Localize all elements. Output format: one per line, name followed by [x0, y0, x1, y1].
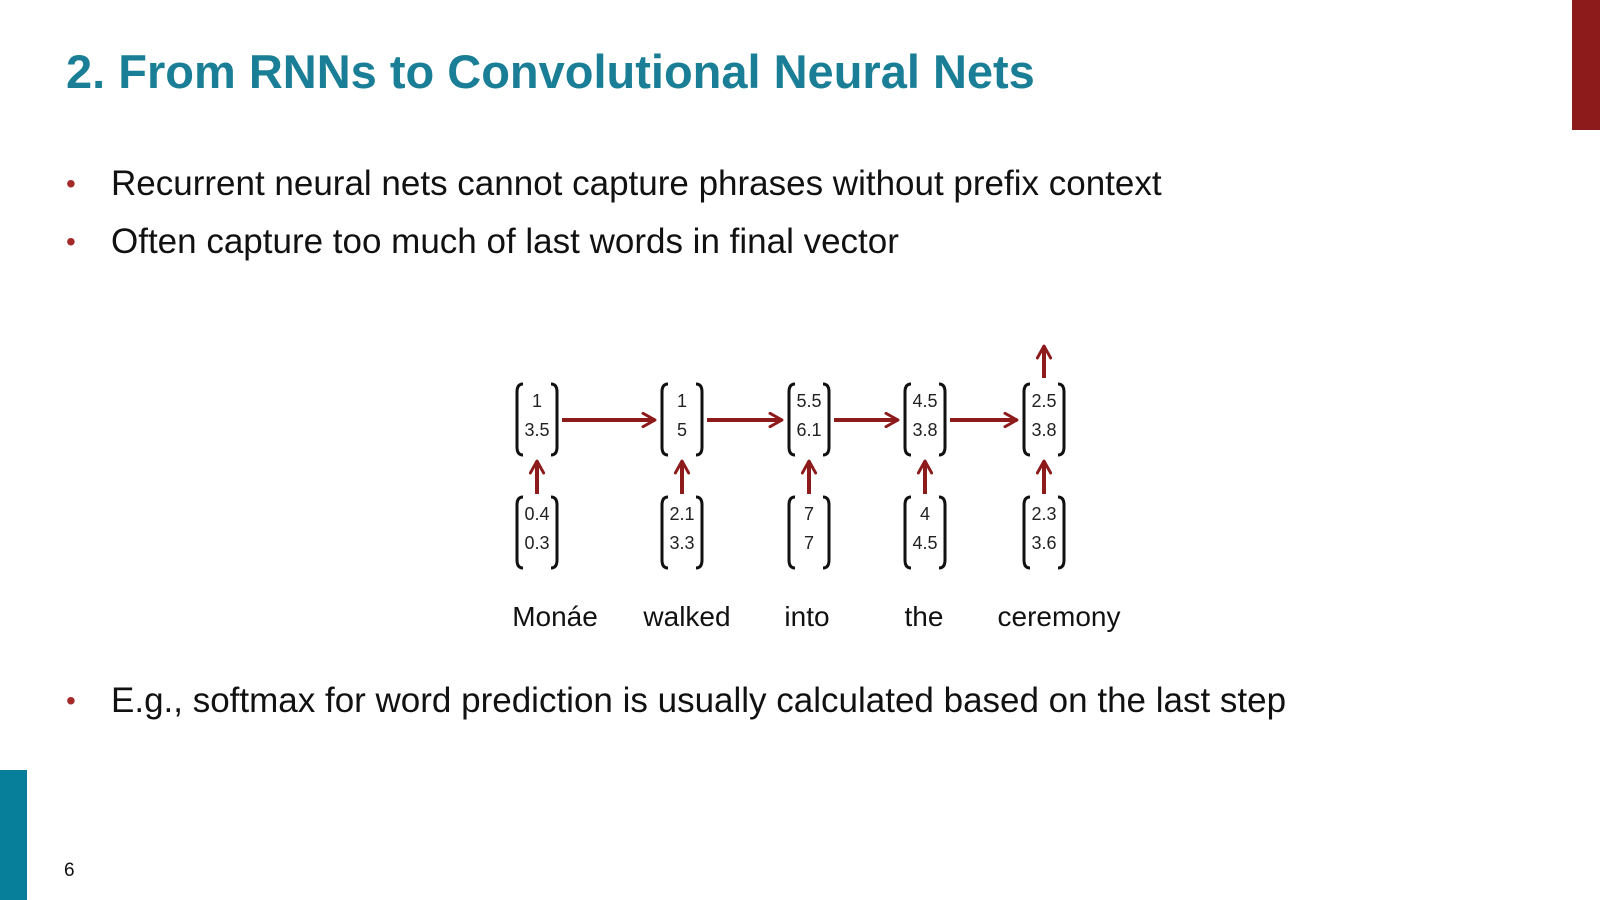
hidden-vector-value: 3.8 — [1031, 420, 1056, 440]
bullet-list-top: • Recurrent neural nets cannot capture p… — [66, 155, 1162, 271]
input-vector-value: 4 — [920, 504, 930, 524]
slide-title: 2. From RNNs to Convolutional Neural Net… — [66, 45, 1035, 98]
input-vector-value: 7 — [804, 533, 814, 553]
input-vector-left-bracket — [787, 495, 796, 570]
hidden-vector-left-bracket — [787, 382, 796, 457]
input-vector-left-bracket — [1022, 495, 1031, 570]
input-vector-right-bracket — [938, 495, 947, 570]
word-label: Monáe — [512, 601, 598, 632]
input-vector-left-bracket — [903, 495, 912, 570]
hidden-vector-value: 5.5 — [796, 391, 821, 411]
input-vector-right-bracket — [822, 495, 831, 570]
hidden-vector-right-bracket — [1057, 382, 1066, 457]
hidden-vector-right-bracket — [550, 382, 559, 457]
word-label: ceremony — [998, 601, 1121, 632]
bullet-text: E.g., softmax for word prediction is usu… — [111, 681, 1287, 720]
bullet-item: • Recurrent neural nets cannot capture p… — [66, 155, 1162, 213]
hidden-vector-value: 5 — [677, 420, 687, 440]
input-vector-left-bracket — [515, 495, 524, 570]
page-number: 6 — [64, 860, 75, 881]
input-vector-value: 7 — [804, 504, 814, 524]
bullet-list-bottom: • E.g., softmax for word prediction is u… — [66, 672, 1286, 730]
input-vector-value: 0.3 — [524, 533, 549, 553]
word-label: into — [784, 601, 829, 632]
bullet-icon: • — [66, 226, 76, 257]
word-label: walked — [642, 601, 730, 632]
input-vector-value: 3.6 — [1031, 533, 1056, 553]
hidden-vector-left-bracket — [660, 382, 669, 457]
bullet-icon: • — [66, 685, 76, 716]
bullet-item: • E.g., softmax for word prediction is u… — [66, 672, 1286, 730]
bullet-item: • Often capture too much of last words i… — [66, 213, 1162, 271]
bullet-text: Recurrent neural nets cannot capture phr… — [111, 164, 1162, 203]
corner-accent-bar — [1572, 0, 1600, 130]
hidden-vector-value: 1 — [532, 391, 542, 411]
hidden-vector-value: 3.5 — [524, 420, 549, 440]
hidden-vector-value: 1 — [677, 391, 687, 411]
bullet-text: Often capture too much of last words in … — [111, 222, 899, 261]
input-vector-right-bracket — [550, 495, 559, 570]
hidden-vector-value: 6.1 — [796, 420, 821, 440]
hidden-vector-value: 4.5 — [912, 391, 937, 411]
hidden-vector-right-bracket — [695, 382, 704, 457]
bullet-icon: • — [66, 168, 76, 199]
hidden-vector-value: 2.5 — [1031, 391, 1056, 411]
input-vector-value: 2.3 — [1031, 504, 1056, 524]
input-vector-right-bracket — [1057, 495, 1066, 570]
input-vector-value: 0.4 — [524, 504, 549, 524]
input-vector-right-bracket — [695, 495, 704, 570]
hidden-vector-left-bracket — [515, 382, 524, 457]
hidden-vector-left-bracket — [903, 382, 912, 457]
input-vector-value: 2.1 — [669, 504, 694, 524]
hidden-vector-left-bracket — [1022, 382, 1031, 457]
input-vector-value: 3.3 — [669, 533, 694, 553]
hidden-vector-right-bracket — [938, 382, 947, 457]
hidden-vector-value: 3.8 — [912, 420, 937, 440]
side-accent-bar — [0, 770, 27, 900]
word-label: the — [905, 601, 944, 632]
input-vector-value: 4.5 — [912, 533, 937, 553]
hidden-vector-right-bracket — [822, 382, 831, 457]
input-vector-left-bracket — [660, 495, 669, 570]
